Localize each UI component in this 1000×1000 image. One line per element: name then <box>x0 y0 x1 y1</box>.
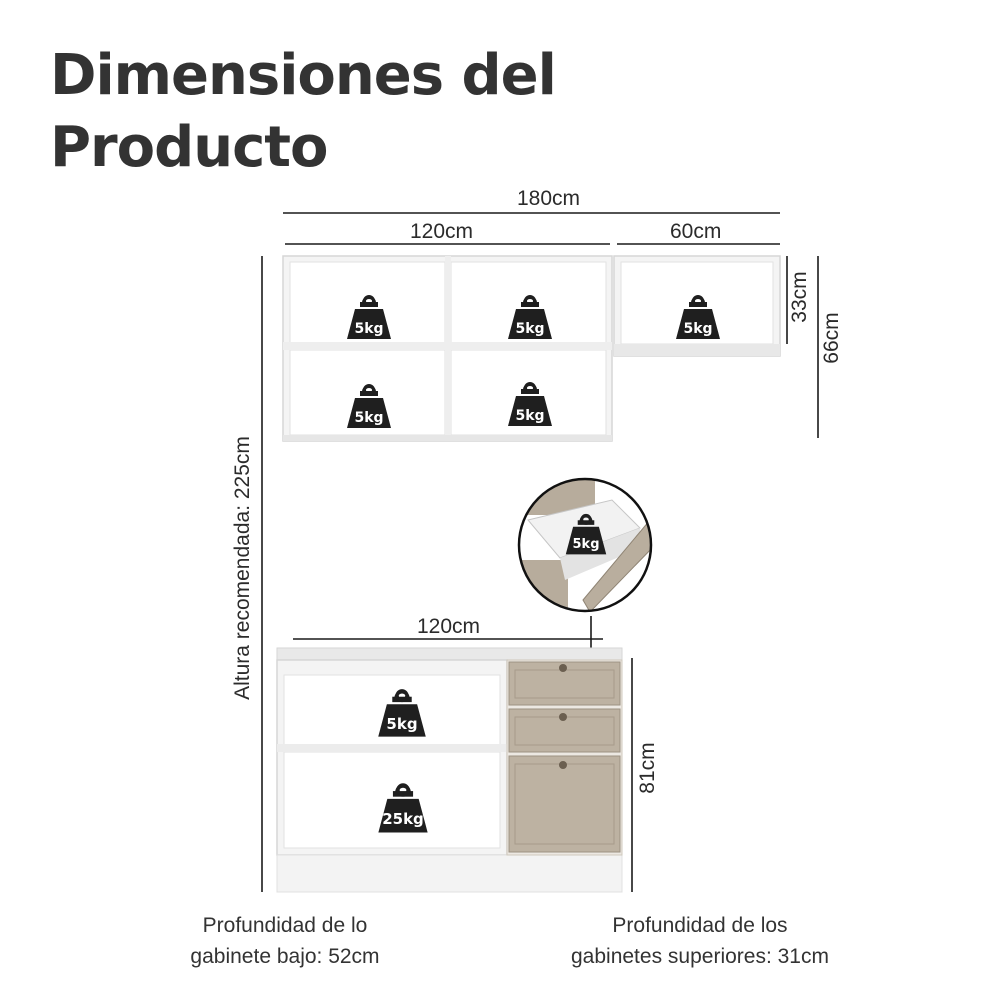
weight-label-lower-bottom: 25kg <box>382 810 424 828</box>
dim-label-upper-left-width: 120cm <box>410 220 474 243</box>
weight-label-upper-bl: 5kg <box>354 410 383 426</box>
page-title: Dimensiones del Producto <box>50 40 650 184</box>
caption-upper-line-2: gabinetes superiores: 31cm <box>571 945 829 968</box>
dim-label-upper-right-width: 60cm <box>670 220 722 243</box>
dim-label-recommended-height: Altura recomendada: 225cm <box>231 436 254 700</box>
upper-cabinet-right <box>613 255 781 357</box>
weight-label-upper-tl: 5kg <box>354 321 383 337</box>
weight-label-upper-tm: 5kg <box>515 321 544 337</box>
weight-label-drawer: 5kg <box>573 537 600 552</box>
lower-cabinet <box>276 647 623 893</box>
dim-label-lower-height: 81cm <box>636 742 659 794</box>
dim-label-upper-height: 33cm <box>788 271 811 323</box>
weight-label-upper-tr: 5kg <box>683 321 712 337</box>
caption-lower-line-1: Profundidad de lo <box>202 914 368 937</box>
dim-label-lower-width: 120cm <box>417 615 481 638</box>
caption-upper-depth: Profundidad de los gabinetes superiores:… <box>545 910 855 972</box>
caption-upper-line-1: Profundidad de los <box>612 914 788 937</box>
dimension-lines <box>261 212 819 892</box>
title-line-2: Producto <box>50 115 329 180</box>
title-line-1: Dimensiones del <box>50 43 557 108</box>
weight-label-lower-shelf: 5kg <box>386 715 417 733</box>
upper-cabinet-left <box>282 255 613 442</box>
dim-label-upper-total-height: 66cm <box>820 312 843 364</box>
weight-label-upper-bm: 5kg <box>515 408 544 424</box>
caption-lower-depth: Profundidad de lo gabinete bajo: 52cm <box>160 910 410 972</box>
dim-label-total-width: 180cm <box>517 187 581 210</box>
caption-lower-line-2: gabinete bajo: 52cm <box>190 945 380 968</box>
